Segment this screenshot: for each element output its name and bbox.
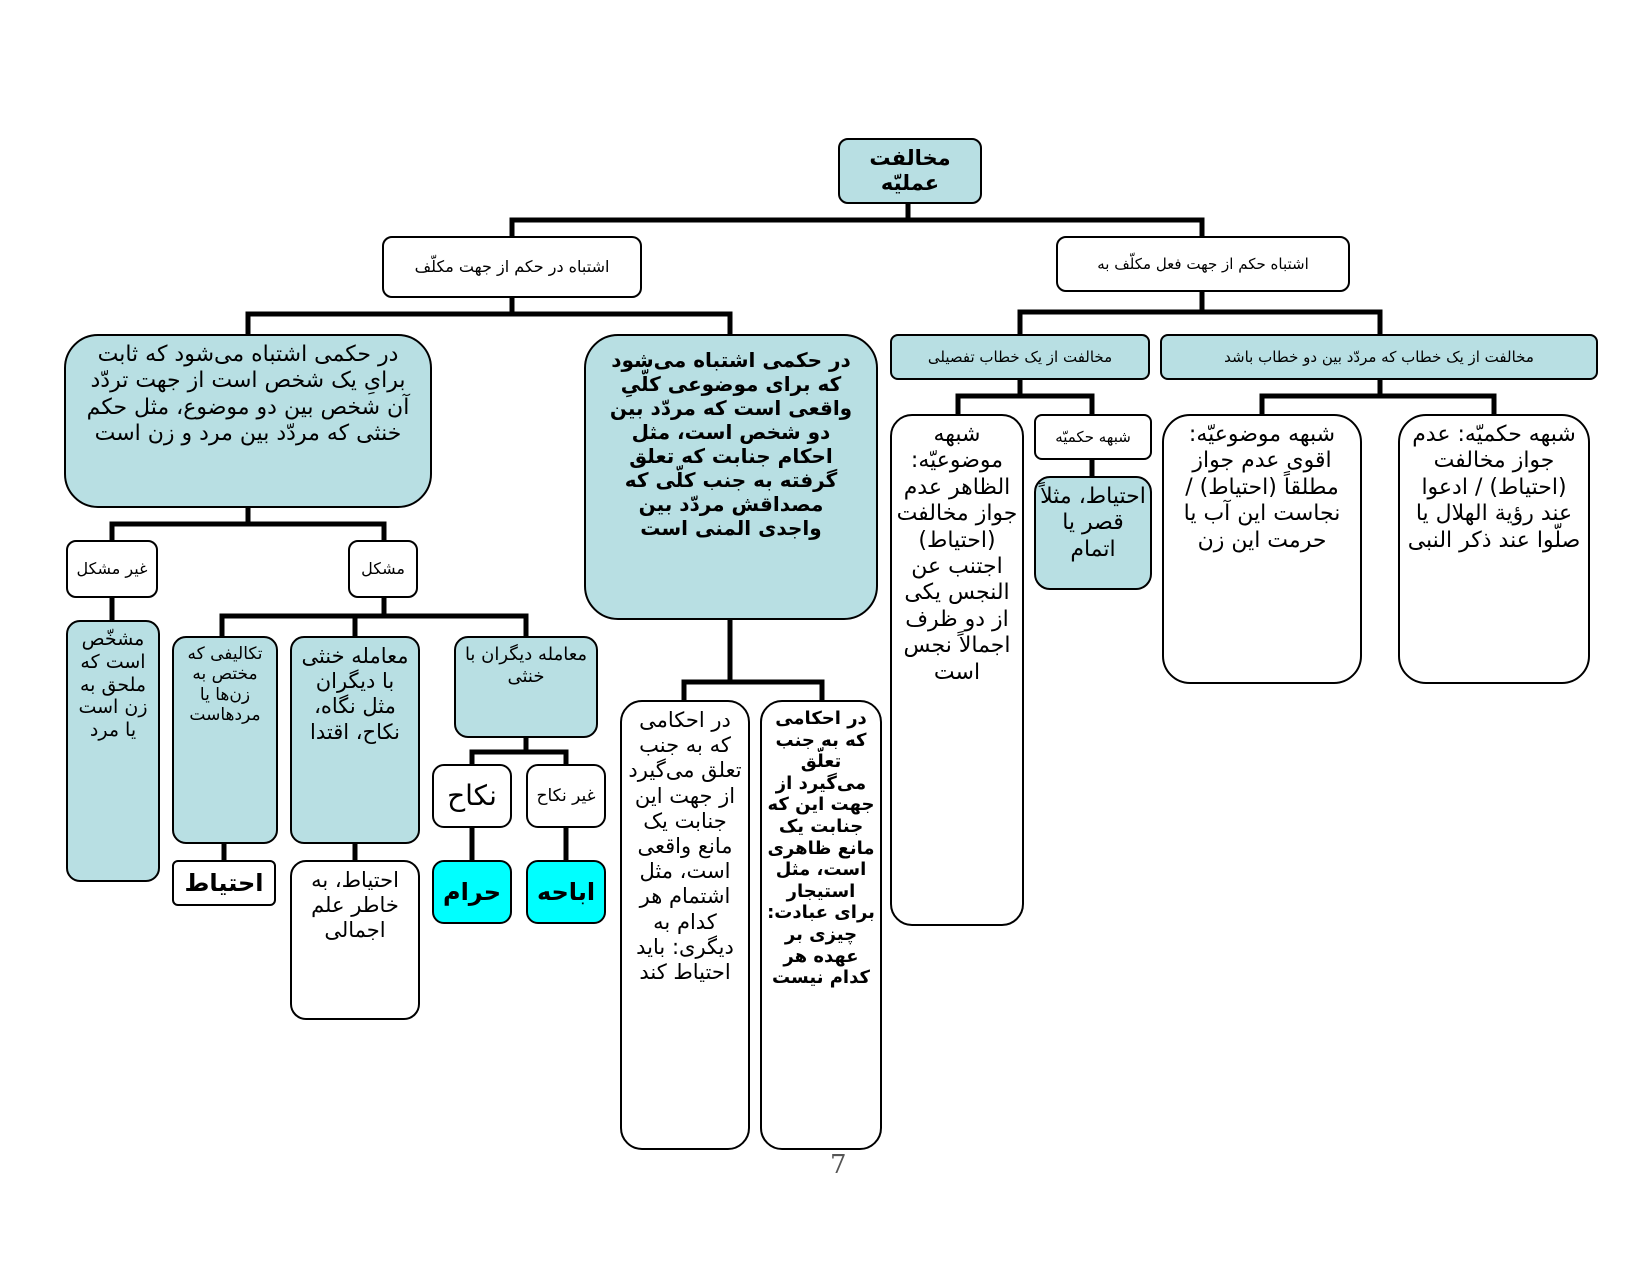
muamele-digaran-node: معامله دیگران با خنثی — [454, 636, 598, 738]
taklifi-node: تکالیفی که مختص به زن‌ها یا مردهاست — [172, 636, 278, 844]
ahkam-zahiri-node: در احکامی که به جنب تعلّق می‌گیرد از جهت… — [760, 700, 882, 1150]
nikah-node: نکاح — [432, 764, 512, 828]
ahkam-wuqi-node: در احکامی که به جنب تعلق می‌گیرد از جهت … — [620, 700, 750, 1150]
hukmi-tafsili-node: شبهه حکمیّه — [1034, 414, 1152, 460]
root-node: مخالفت عمليّه — [838, 138, 982, 204]
muamele-khunsa-node: معامله خنثی با دیگران مثل نگاه، نکاح، اق… — [290, 636, 420, 844]
ghair-mushkil-node: غیر مشکل — [66, 540, 158, 598]
hukmi-tafsili-result-node: احتیاط، مثلاً قصر یا اتمام — [1034, 476, 1152, 590]
ehtiyat-node: احتیاط — [172, 860, 276, 906]
janabat-node: در حکمی اشتباه می‌شود که برای موضوعی کلّ… — [584, 334, 878, 620]
connector-kholli — [109, 505, 387, 543]
fil-node: اشتباه حکم از جهت فعل مکلّف به — [1056, 236, 1350, 292]
dual-khitab-node: مخالفت از یک خطاب که مردّد بین دو خطاب ب… — [1160, 334, 1598, 380]
tafsili-node: مخالفت از یک خطاب تفصیلی — [890, 334, 1150, 380]
ghair-nikah-node: غیر نکاح — [526, 764, 606, 828]
ibaha-node: اباحه — [526, 860, 606, 924]
connector-root — [509, 201, 1205, 239]
connector-muamele-digaran — [469, 735, 569, 767]
connector-mukallaf — [245, 295, 733, 337]
connector-dual-khitab — [1259, 377, 1497, 417]
haram-node: حرام — [432, 860, 512, 924]
mawdu-dual-node: شبهه موضوعیّه: اقوی عدم جواز مطلقاً (احت… — [1162, 414, 1362, 684]
mushkil-node: مشکل — [348, 540, 418, 598]
mawdu-tafsili-node: شبهه موضوعیّه: الظاهر عدم جواز مخالفت (ا… — [890, 414, 1024, 926]
connector-janabat — [681, 617, 825, 703]
kholli-node: در حکمی اشتباه می‌شود که ثابت برایِ یک ش… — [64, 334, 432, 508]
mushakhas-node: مشخّص است که ملحق به زن است یا مرد — [66, 620, 160, 882]
ehtiyat-ilm-node: احتیاط، به خاطر علم اجمالی — [290, 860, 420, 1020]
page-number: 7 — [830, 1150, 847, 1180]
connector-mushkil — [219, 595, 529, 639]
connector-fil — [1017, 289, 1383, 337]
connector-tafsili — [955, 377, 1095, 417]
mukallaf-node: اشتباه در حکم از جهت مکلّف — [382, 236, 642, 298]
hukmi-dual-node: شبهه حکمیّه: عدم جواز مخالفت (احتیاط) / … — [1398, 414, 1590, 684]
